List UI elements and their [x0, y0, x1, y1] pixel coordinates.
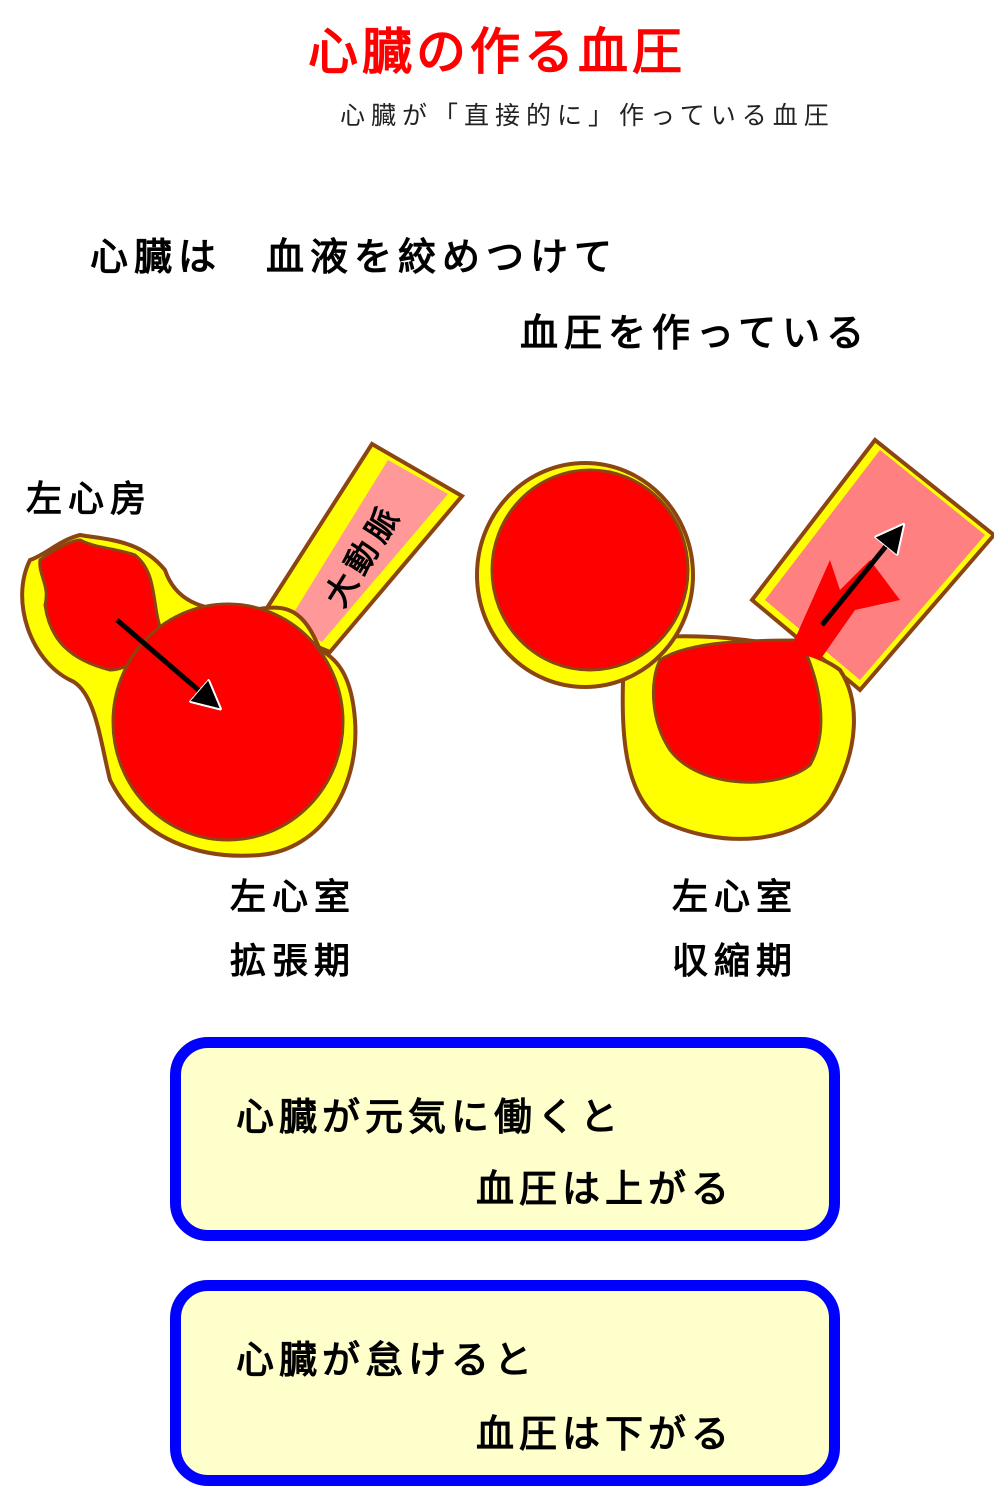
box-heart-active: 心臓が元気に働くと 血圧は上がる — [170, 1037, 840, 1241]
aorta-left — [288, 460, 448, 642]
inflow-arrow — [115, 618, 210, 700]
ventricle-right — [651, 638, 823, 784]
blood-jet — [790, 560, 900, 660]
outflow-arrow — [820, 535, 895, 627]
atrium-right — [490, 468, 690, 672]
box-line-2: 血圧は上がる — [476, 1167, 735, 1211]
box-line-1: 心臓が元気に働くと — [236, 1095, 624, 1139]
lead-line-2: 血圧を作っている — [520, 311, 871, 355]
left-atrium-label: 左心房 — [26, 479, 153, 520]
ventricle-left — [111, 602, 345, 842]
box-line-2: 血圧は下がる — [476, 1412, 735, 1456]
systole-heart — [475, 437, 994, 841]
subtitle: 心臓が「直接的に」作っている血圧 — [340, 101, 835, 130]
diastole-chamber-label: 左心室 — [230, 877, 357, 918]
systole-phase-label: 収縮期 — [672, 941, 799, 982]
lead-line-1: 心臓は 血液を絞めつけて — [90, 235, 619, 279]
diastole-phase-label: 拡張期 — [230, 941, 357, 982]
page-title: 心臓の作る血圧 — [308, 23, 686, 81]
box-heart-lazy: 心臓が怠けると 血圧は下がる — [170, 1280, 840, 1486]
box-line-1: 心臓が怠けると — [236, 1338, 538, 1382]
heart-diagram — [20, 437, 994, 858]
systole-chamber-label: 左心室 — [672, 877, 799, 918]
diastole-heart — [20, 441, 466, 858]
